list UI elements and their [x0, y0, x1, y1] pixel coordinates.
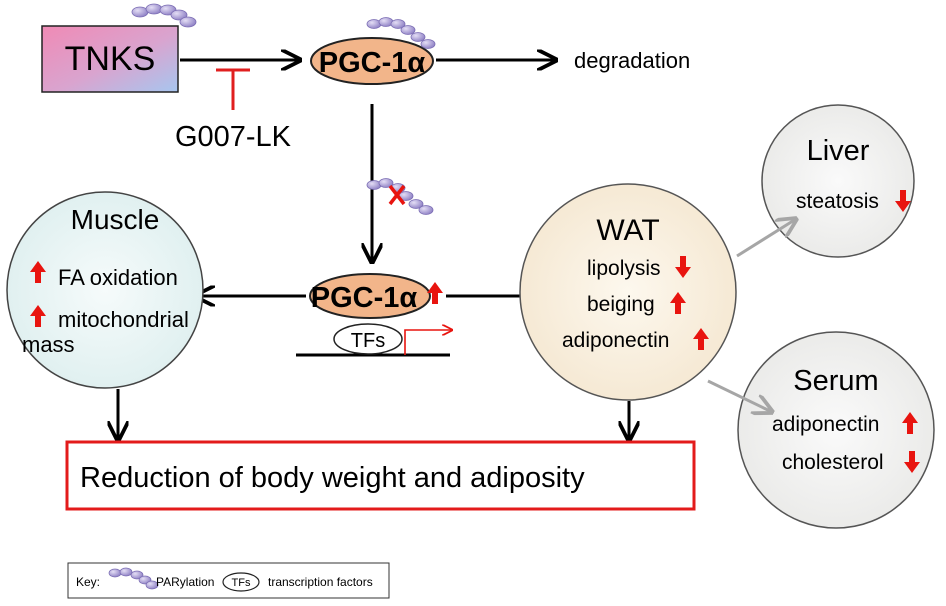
key-tfs-symbol — [222, 572, 260, 592]
tnks-node: TNKS — [41, 25, 179, 93]
tfs-label: TFs — [351, 330, 385, 352]
key-parylation-label: PARylation — [156, 575, 214, 589]
wat-to-serum-arrow — [707, 379, 772, 412]
pgc-top-node: PGC-1α — [310, 37, 434, 85]
pgc-mid-label: PGC-1α — [311, 282, 418, 314]
pgc-top-label: PGC-1α — [319, 47, 426, 79]
wat-item-adiponectin: adiponectin — [562, 329, 669, 352]
legend-key: Key: PARylation TFs transcription factor… — [67, 562, 390, 599]
muscle-item-fa-oxidation: FA oxidation — [58, 265, 178, 290]
muscle-title: Muscle — [71, 204, 160, 235]
liver-node: Liver steatosis — [761, 104, 915, 258]
outcome-label: Reduction of body weight and adiposity — [80, 462, 585, 494]
key-tfs-symbol-label: TFs — [232, 577, 251, 589]
key-parylation-icon — [108, 567, 159, 590]
liver-title: Liver — [807, 135, 870, 167]
inhibition-symbol — [216, 68, 250, 110]
serum-node: Serum adiponectin cholesterol — [737, 331, 935, 529]
outcome-box: Reduction of body weight and adiposity — [65, 440, 696, 511]
key-tfs-meaning: transcription factors — [268, 575, 373, 589]
transcription-arrow — [404, 330, 452, 355]
tnks-label: TNKS — [65, 40, 156, 78]
degradation-label: degradation — [574, 48, 690, 73]
wat-item-lipolysis: lipolysis — [587, 257, 661, 280]
tfs-node: TFs — [333, 323, 403, 355]
serum-item-cholesterol: cholesterol — [782, 451, 884, 474]
wat-title: WAT — [596, 214, 659, 247]
pgc-mid-node: PGC-1α — [309, 273, 431, 319]
key-label: Key: — [76, 575, 100, 589]
wat-node: WAT lipolysis beiging adiponectin — [519, 183, 737, 401]
muscle-item-mass: mass — [22, 332, 75, 357]
serum-item-adiponectin: adiponectin — [772, 413, 879, 436]
inhibitor-label: G007-LK — [175, 121, 292, 153]
wat-item-beiging: beiging — [587, 293, 655, 316]
muscle-item-mitochondrial: mitochondrial — [58, 307, 189, 332]
pgc-parylation-icon — [366, 17, 436, 49]
wat-to-liver-arrow — [736, 219, 796, 258]
serum-title: Serum — [793, 365, 878, 397]
muscle-node: Muscle FA oxidation mitochondrial mass — [6, 191, 204, 389]
liver-item-steatosis: steatosis — [796, 190, 879, 213]
blocked-parylation-icon — [366, 178, 434, 215]
tnks-parylation-icon — [131, 3, 197, 28]
block-x-icon — [388, 184, 406, 206]
